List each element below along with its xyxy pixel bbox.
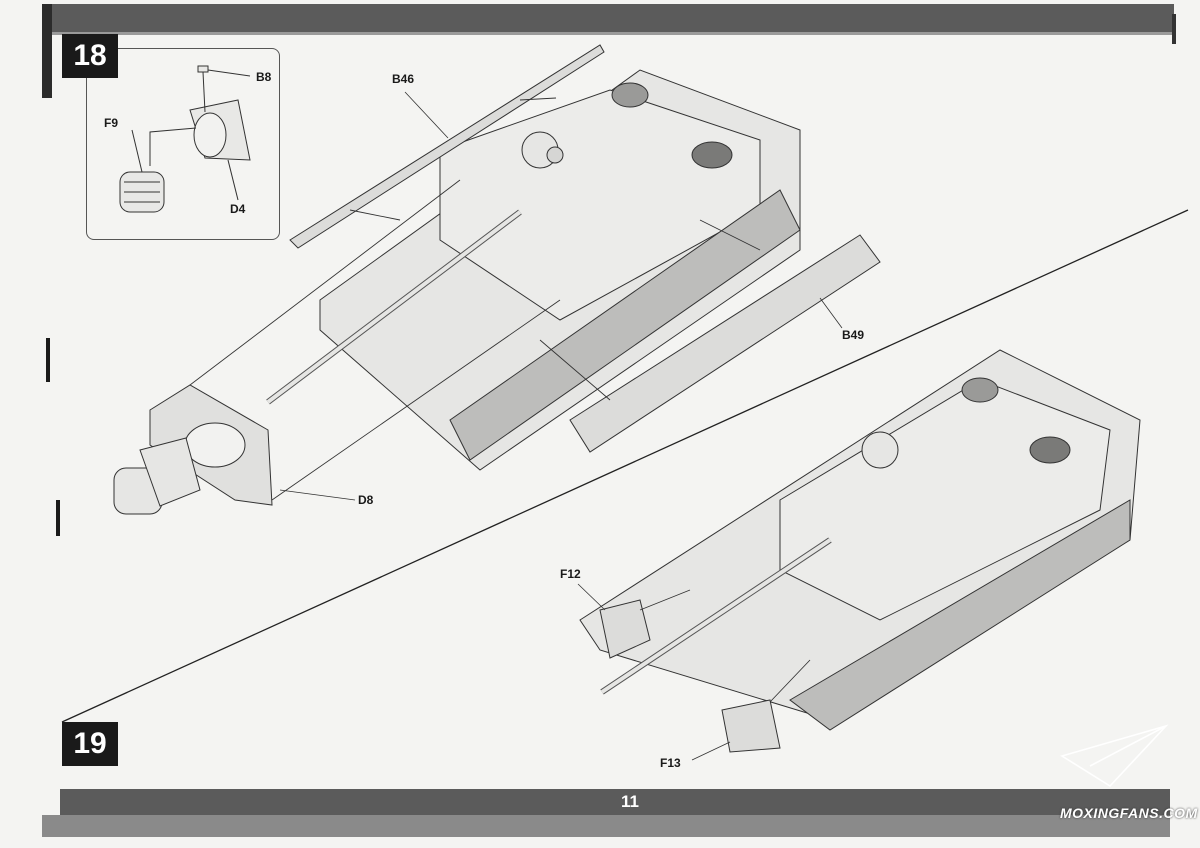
step-badge-19: 19 [62,722,118,766]
binding-mark [56,500,60,536]
binding-mark [1172,14,1176,44]
step-badge-18: 18 [62,34,118,78]
label-leaders [279,91,843,761]
binding-mark [46,338,50,382]
mantlet-opening [193,112,227,158]
paper-plane-icon [1060,724,1169,788]
left-margin-strip [42,4,52,98]
upper-grille [691,141,733,169]
header-bar [42,4,1174,32]
part-label-b8: B8 [256,70,272,84]
part-f13-fender-tip [721,699,781,753]
footer-bar [60,789,1170,815]
upper-track-run [449,189,801,461]
lower-hatch [861,431,899,469]
lower-guide-lines [639,589,811,703]
watermark-logo [1060,724,1169,788]
lower-gun-barrel-inner [600,538,832,694]
part-f12-fender-tip [599,599,651,659]
part-label-d4: D4 [230,202,246,216]
watermark-text: MOXINGFANS.COM [1060,805,1198,821]
step-divider-line [61,209,1189,723]
detail-inset-box [86,48,280,240]
d8-plate-opening [184,422,246,468]
part-label-b49: B49 [842,328,865,342]
part-label-b46: B46 [392,72,415,86]
part-b49-skirt [569,234,881,453]
upper-vehicle [113,44,881,515]
upper-guide-lines [189,97,761,501]
upper-gun-barrel-inner [266,210,522,404]
footer-bar-lower [42,815,1170,837]
upper-grille [611,82,649,108]
lower-vehicle [579,349,1141,753]
mantlet-assembly [139,437,201,507]
lower-grille [961,377,999,403]
part-b46-fender [289,44,605,249]
part-label-f13: F13 [660,756,681,770]
lower-track-run [789,499,1131,731]
upper-hatch-handle [546,146,564,164]
inset-guide-lines [131,69,251,201]
lower-grille [1029,436,1071,464]
header-bar-edge [42,32,1174,35]
page-number: 11 [621,792,639,811]
part-label-f9: F9 [104,116,119,130]
part-label-f12: F12 [560,567,581,581]
part-label-d8: D8 [358,493,374,507]
